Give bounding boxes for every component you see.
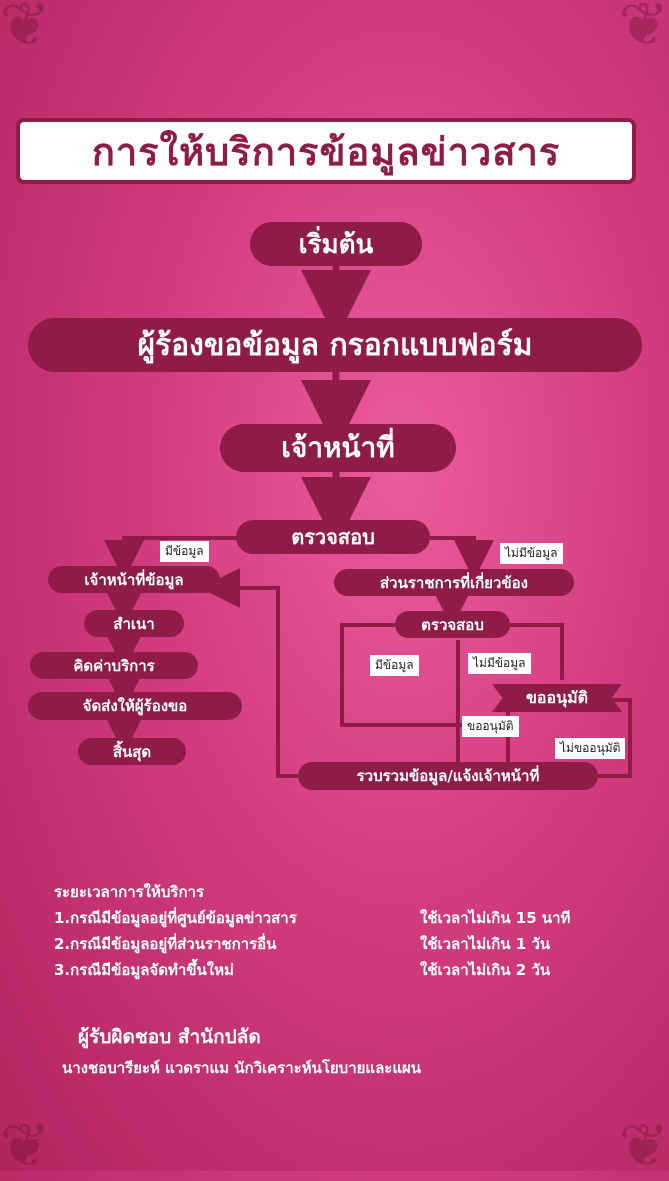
label-no-info-2: ไม่มีข้อมูล (468, 653, 531, 674)
corner-ornament-bottom-right: ❦ (618, 1111, 669, 1181)
service-time-case-1: 1.กรณีมีข้อมูลอยู่ที่ศูนย์ข้อมูลข่าวสาร (54, 909, 297, 927)
service-time-time-1: ใช้เวลาไม่เกิน 15 นาที (420, 909, 571, 927)
left-step-end: สิ้นสุด (78, 738, 186, 765)
line-check-right (430, 536, 494, 580)
line-check-left (104, 536, 240, 580)
service-time-time-2: ใช้เวลาไม่เกิน 1 วัน (420, 935, 551, 953)
corner-ornament-top-left: ❦ (0, 0, 51, 60)
flow-collect: รวบรวมข้อมูล/แจ้งเจ้าหน้าที่ (298, 762, 598, 790)
service-time-case-2: 2.กรณีมีข้อมูลอยู่ที่ส่วนราชการอื่น (54, 935, 277, 953)
flow-check: ตรวจสอบ (236, 520, 430, 554)
flow-requester: ผู้ร้องขอข้อมูล กรอกแบบฟอร์ม (28, 318, 642, 372)
line-approval-right (590, 698, 632, 778)
corner-ornament-top-right: ❦ (618, 0, 669, 60)
flow-officer: เจ้าหน้าที่ (220, 424, 456, 472)
left-step-fee: คิดค่าบริการ (30, 652, 198, 679)
service-time-time-3: ใช้เวลาไม่เกิน 2 วัน (420, 961, 551, 979)
flow-request-approval: ขออนุมัติ (492, 684, 622, 712)
line-check2-no (510, 623, 564, 680)
left-step-deliver: จัดส่งให้ผู้ร้องขอ (28, 692, 242, 720)
line-collect-back (200, 568, 318, 778)
corner-ornament-bottom-left: ❦ (0, 1111, 51, 1181)
label-has-info: มีข้อมูล (160, 541, 209, 562)
service-time-case-3: 3.กรณีมีข้อมูลจัดทำขึ้นใหม่ (54, 961, 234, 979)
line-check2-has (340, 623, 498, 727)
label-no-info: ไม่มีข้อมูล (500, 543, 563, 564)
flow-check-2: ตรวจสอบ (395, 611, 510, 638)
left-step-officer-info: เจ้าหน้าที่ข้อมูล (48, 566, 220, 593)
left-step-copy: สำเนา (84, 610, 184, 637)
label-approved: ขออนุมัติ (462, 716, 519, 737)
label-not-approved: ไม่ขออนุมัติ (555, 738, 626, 759)
label-has-info-2: มีข้อมูล (370, 655, 419, 676)
flow-start: เริ่มต้น (250, 222, 422, 266)
responsible-unit: ผู้รับผิดชอบ สำนักปลัด (78, 1026, 261, 1048)
service-time-heading: ระยะเวลาการให้บริการ (54, 883, 205, 901)
page-title: การให้บริการข้อมูลข่าวสาร (16, 118, 636, 184)
responsible-person: นางชอบารียะห์ แวดราแม นักวิเคราะห์นโยบาย… (62, 1059, 422, 1077)
flow-related-unit: ส่วนราชการที่เกี่ยวข้อง (334, 569, 574, 596)
